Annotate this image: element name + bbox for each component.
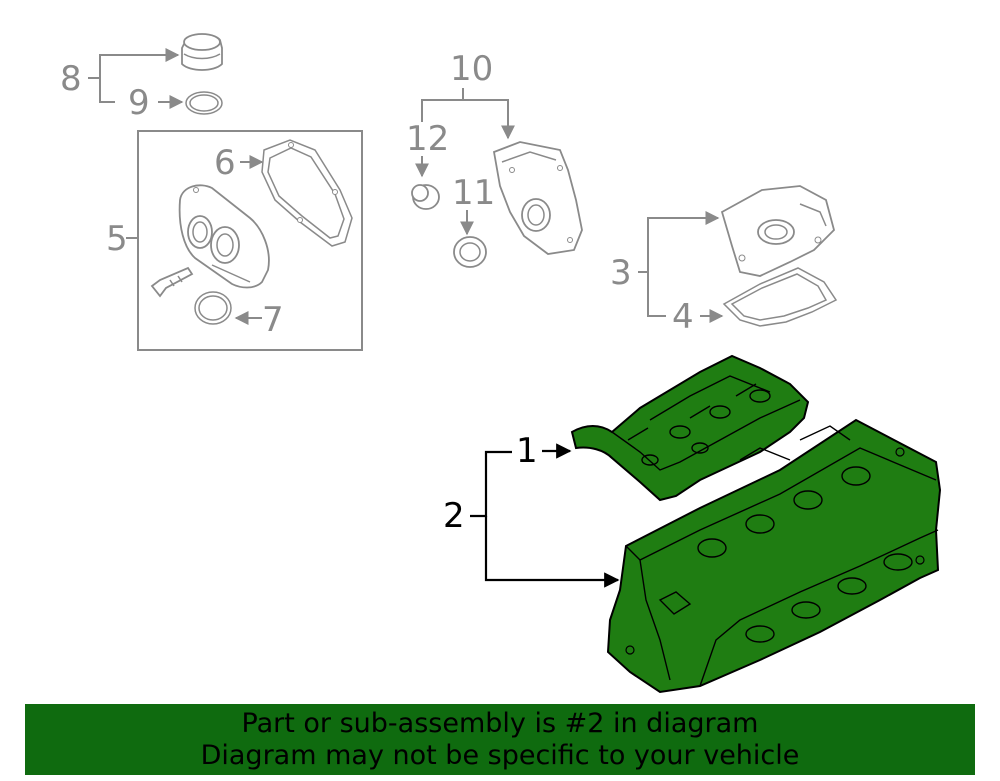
front-engine-cover[interactable]	[492, 141, 583, 255]
callout-11[interactable]: 11	[452, 173, 495, 213]
leader-line-3	[638, 211, 720, 273]
callout-12[interactable]: 12	[406, 119, 449, 159]
banner-line-1: Part or sub-assembly is #2 in diagram	[241, 708, 759, 739]
leader-line-2-upper	[470, 450, 512, 518]
banner-line-2: Diagram may not be specific to your vehi…	[200, 740, 800, 771]
callout-1[interactable]: 1	[516, 431, 538, 471]
leader-line-10-left	[421, 88, 464, 122]
callout-group-8-9: 8 9	[60, 48, 184, 123]
callout-9[interactable]: 9	[128, 83, 150, 123]
leader-line-8	[88, 48, 180, 79]
cylinder-head-cover[interactable]	[570, 354, 810, 502]
callout-8[interactable]: 8	[60, 59, 82, 99]
oil-separator-gasket[interactable]	[722, 267, 838, 327]
callout-2[interactable]: 2	[443, 496, 465, 536]
cylinder-head[interactable]	[606, 418, 942, 694]
callout-3[interactable]: 3	[610, 253, 632, 293]
timing-cover-o-ring[interactable]	[194, 291, 232, 325]
timing-cover-gasket[interactable]	[261, 139, 353, 247]
camshaft-plug[interactable]	[411, 184, 440, 210]
oil-filler-cap[interactable]	[181, 33, 223, 71]
callout-6[interactable]: 6	[214, 143, 236, 183]
filler-cap-seal[interactable]	[185, 91, 223, 115]
callout-4[interactable]: 4	[672, 297, 694, 337]
fitment-notice-banner: Part or sub-assembly is #2 in diagram Di…	[25, 704, 975, 775]
timing-cover-bolt[interactable]	[150, 266, 194, 298]
leader-line-10-right	[463, 99, 515, 140]
leader-line-3-branch	[647, 272, 666, 317]
callout-7[interactable]: 7	[262, 300, 284, 340]
oil-separator[interactable]	[720, 185, 836, 277]
leader-line-2-lower	[484, 516, 620, 588]
callout-5[interactable]: 5	[106, 219, 128, 259]
timing-cover[interactable]	[178, 184, 270, 289]
crankshaft-seal[interactable]	[453, 236, 487, 268]
leader-line-8-branch	[99, 78, 115, 103]
callout-10[interactable]: 10	[450, 49, 493, 89]
